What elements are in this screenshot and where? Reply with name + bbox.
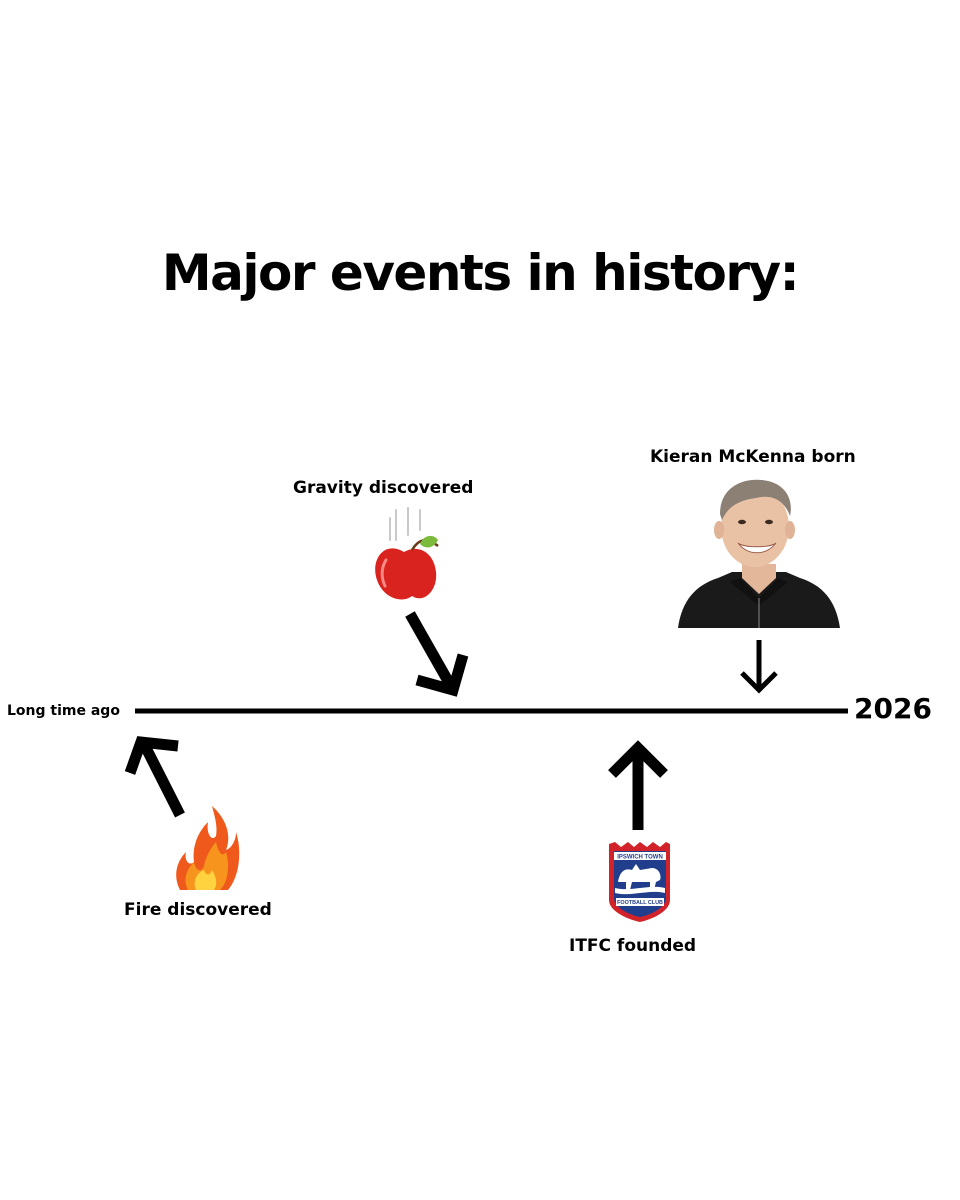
event-label-itfc: ITFC founded	[569, 936, 697, 956]
event-label-gravity: Gravity discovered	[293, 478, 474, 498]
event-label-fire: Fire discovered	[124, 900, 272, 920]
timeline-start-label: Long time ago	[7, 703, 120, 719]
person-photo	[678, 479, 840, 628]
crest-bottom-text: FOOTBALL CLUB	[617, 900, 663, 906]
falling-apple-icon	[375, 507, 439, 600]
event-label-kieran: Kieran McKenna born	[650, 447, 856, 467]
page-title: Major events in history:	[161, 244, 800, 302]
arrow-fire	[124, 736, 185, 818]
fire-icon	[176, 806, 240, 890]
arrow-kieran	[740, 640, 778, 694]
arrow-itfc	[608, 740, 668, 830]
timeline-end-label: 2026	[854, 692, 932, 725]
arrow-gravity	[405, 611, 469, 697]
ipswich-town-crest: IPSWICH TOWN FOOTBALL CLUB	[609, 842, 670, 922]
crest-top-text: IPSWICH TOWN	[617, 855, 663, 861]
